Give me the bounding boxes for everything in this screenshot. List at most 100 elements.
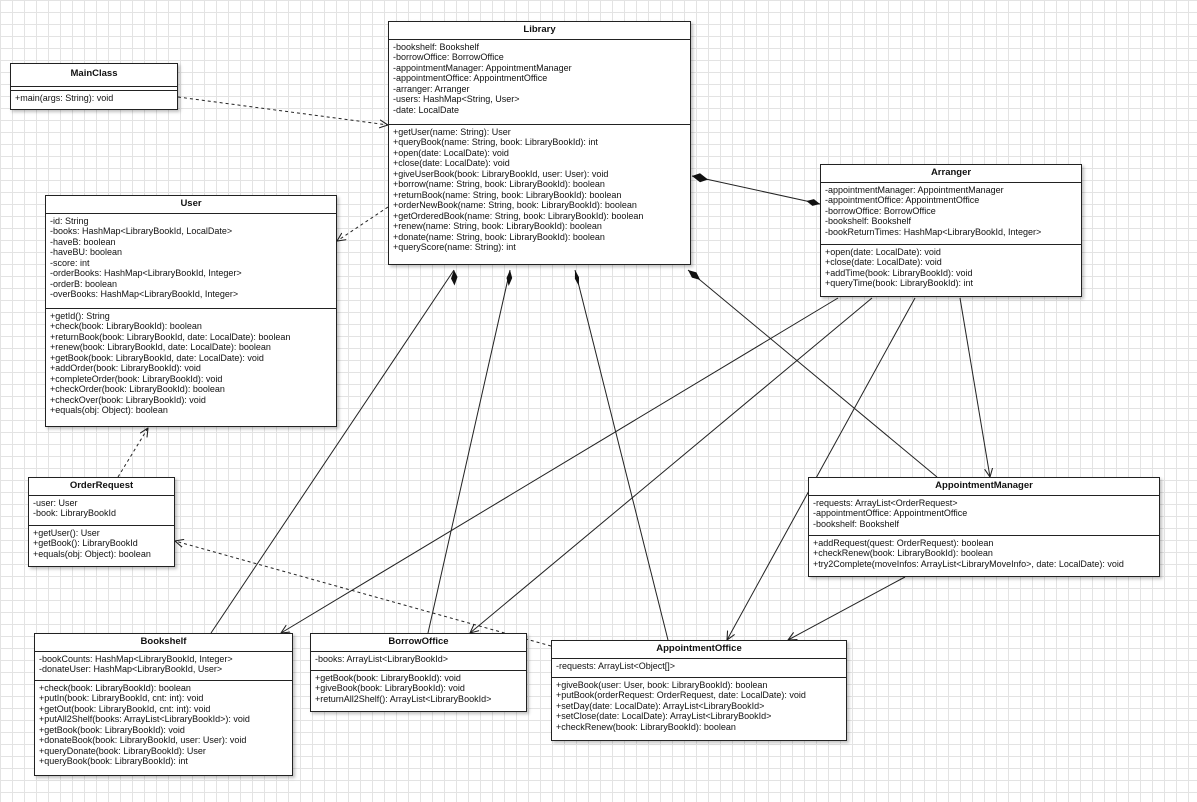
composition-library-arranger [691,175,821,206]
method-line: +check(book: LibraryBookId): boolean [50,321,202,331]
method-line: +checkRenew(book: LibraryBookId): boolea… [556,721,736,732]
class-appointmentoffice[interactable]: AppointmentOffice -requests: ArrayList<O… [551,640,847,741]
attribute-line: -bookshelf: Bookshelf [393,41,480,52]
class-bookshelf-name: Bookshelf [35,634,292,652]
method-line: +returnAll2Shelf(): ArrayList<LibraryBoo… [315,693,492,704]
method-line: +getBook(book: LibraryBookId): void [39,724,185,735]
method-line: +renew(name: String, book: LibraryBookId… [393,221,602,231]
class-library-attributes: -bookshelf: Bookshelf-borrowOffice: Borr… [389,40,690,124]
composition-library-borrowoffice [427,269,511,634]
method-line: +open(date: LocalDate): void [825,246,941,257]
method-line: +queryBook(name: String, book: LibraryBo… [393,137,598,147]
attribute-line: -appointmentOffice: AppointmentOffice [813,508,968,518]
attribute-line: -appointmentManager: AppointmentManager [393,62,572,73]
class-appointmentmanager-attributes: -requests: ArrayList<OrderRequest>-appoi… [809,496,1159,535]
method-line: +getUser(): User [33,527,100,538]
method-line: +putIn(book: LibraryBookId, cnt: int): v… [39,693,204,703]
class-orderrequest-methods: +getUser(): User+getBook(): LibraryBookI… [29,524,174,566]
method-line: +close(date: LocalDate): void [393,158,510,168]
method-line: +getBook(book: LibraryBookId, date: Loca… [50,352,264,363]
method-line: +giveUserBook(book: LibraryBookId, user:… [393,168,609,179]
method-line: +addTime(book: LibraryBookId): void [825,267,973,278]
class-library-methods: +getUser(name: String): User+queryBook(n… [389,123,690,264]
class-appointmentoffice-attributes: -requests: ArrayList<Object[]> [552,659,846,677]
method-line: +setClose(date: LocalDate): ArrayList<Li… [556,711,772,721]
method-line: +giveBook(user: User, book: LibraryBookI… [556,679,768,690]
attribute-line: -date: LocalDate [393,104,460,115]
class-appointmentoffice-methods: +giveBook(user: User, book: LibraryBookI… [552,676,846,740]
method-line: +try2Complete(moveInfos: ArrayList<Libra… [813,558,1124,569]
association-appointmentmanager-appointmentoffice [788,576,906,640]
diamond-borrowoffice [506,270,513,286]
method-line: +main(args: String): void [15,92,114,103]
class-bookshelf-methods: +check(book: LibraryBookId): boolean+put… [35,679,292,775]
method-line: +open(date: LocalDate): void [393,147,509,158]
class-appointmentmanager-name: AppointmentManager [809,478,1159,496]
attribute-line: -book: LibraryBookId [33,508,117,518]
diamond-appointmentoffice [574,270,579,286]
attribute-line: -books: ArrayList<LibraryBookId> [315,653,449,664]
attribute-line: -arranger: Arranger [393,83,470,94]
diamond-arranger [692,173,708,183]
class-bookshelf[interactable]: Bookshelf -bookCounts: HashMap<LibraryBo… [34,633,293,776]
method-line: +completeOrder(book: LibraryBookId): voi… [50,373,223,384]
class-orderrequest[interactable]: OrderRequest -user: User-book: LibraryBo… [28,477,175,567]
method-line: +queryBook(book: LibraryBookId): int [39,756,188,766]
class-borrowoffice[interactable]: BorrowOffice -books: ArrayList<LibraryBo… [310,633,527,712]
class-bookshelf-attributes: -bookCounts: HashMap<LibraryBookId, Inte… [35,652,292,680]
method-line: +borrow(name: String, book: LibraryBookI… [393,179,605,189]
method-line: +getOrderedBook(name: String, book: Libr… [393,210,644,221]
class-mainclass[interactable]: MainClass +main(args: String): void [10,63,178,110]
attribute-line: -borrowOffice: BorrowOffice [393,52,504,62]
composition-library-appointmentmanager [687,269,938,478]
attribute-line: -id: String [50,215,89,226]
attribute-line: -orderBooks: HashMap<LibraryBookId, Inte… [50,268,242,278]
method-line: +getUser(name: String): User [393,126,511,137]
composition-library-bookshelf [210,269,455,634]
method-line: +orderNewBook(name: String, book: Librar… [393,200,637,210]
class-library[interactable]: Library -bookshelf: Bookshelf-borrowOffi… [388,21,691,265]
dependency-appointmentoffice-orderrequest [175,541,552,647]
attribute-line: -bookshelf: Bookshelf [813,518,900,529]
diamond-bookshelf [451,270,458,286]
attribute-line: -borrowOffice: BorrowOffice [825,205,936,216]
method-line: +addRequest(quest: OrderRequest): boolea… [813,537,994,548]
class-user-methods: +getId(): String+check(book: LibraryBook… [46,307,336,426]
method-line: +getBook(): LibraryBookId [33,538,138,548]
method-line: +addOrder(book: LibraryBookId): void [50,363,201,373]
attribute-line: -donateUser: HashMap<LibraryBookId, User… [39,664,223,674]
class-borrowoffice-attributes: -books: ArrayList<LibraryBookId> [311,652,526,670]
dependency-mainclass-library [177,96,388,125]
method-line: +queryScore(name: String): int [393,242,516,252]
class-appointmentmanager-methods: +addRequest(quest: OrderRequest): boolea… [809,534,1159,576]
class-appointmentmanager[interactable]: AppointmentManager -requests: ArrayList<… [808,477,1160,577]
association-arranger-appointmentmanager [959,297,990,477]
attribute-line: -appointmentOffice: AppointmentOffice [393,73,548,83]
method-line: +putAll2Shelf(books: ArrayList<LibraryBo… [39,714,250,724]
method-line: +setDay(date: LocalDate): ArrayList<Libr… [556,700,765,711]
class-library-name: Library [389,22,690,40]
method-line: +donate(name: String, book: LibraryBookI… [393,231,605,242]
class-arranger-attributes: -appointmentManager: AppointmentManager-… [821,183,1081,244]
class-arranger[interactable]: Arranger -appointmentManager: Appointmen… [820,164,1082,297]
class-mainclass-name: MainClass [11,64,177,87]
method-line: +checkOrder(book: LibraryBookId): boolea… [50,384,225,394]
class-orderrequest-name: OrderRequest [29,478,174,496]
class-mainclass-methods: +main(args: String): void [11,89,177,109]
class-borrowoffice-methods: +getBook(book: LibraryBookId): void+give… [311,669,526,711]
attribute-line: -requests: ArrayList<Object[]> [556,660,676,671]
method-line: +checkOver(book: LibraryBookId): void [50,394,206,405]
attribute-line: -bookReturnTimes: HashMap<LibraryBookId,… [825,226,1042,237]
method-line: +queryTime(book: LibraryBookId): int [825,278,973,288]
attribute-line: -books: HashMap<LibraryBookId, LocalDate… [50,226,233,236]
dependency-orderrequest-user [117,428,148,478]
method-line: +getId(): String [50,310,110,321]
attribute-line: -bookshelf: Bookshelf [825,216,912,226]
method-line: +equals(obj: Object): boolean [50,405,168,415]
class-orderrequest-attributes: -user: User-book: LibraryBookId [29,496,174,525]
method-line: +check(book: LibraryBookId): boolean [39,682,191,693]
attribute-line: -overBooks: HashMap<LibraryBookId, Integ… [50,289,239,299]
class-user[interactable]: User -id: String-books: HashMap<LibraryB… [45,195,337,427]
method-line: +renew(book: LibraryBookId, date: LocalD… [50,342,271,352]
